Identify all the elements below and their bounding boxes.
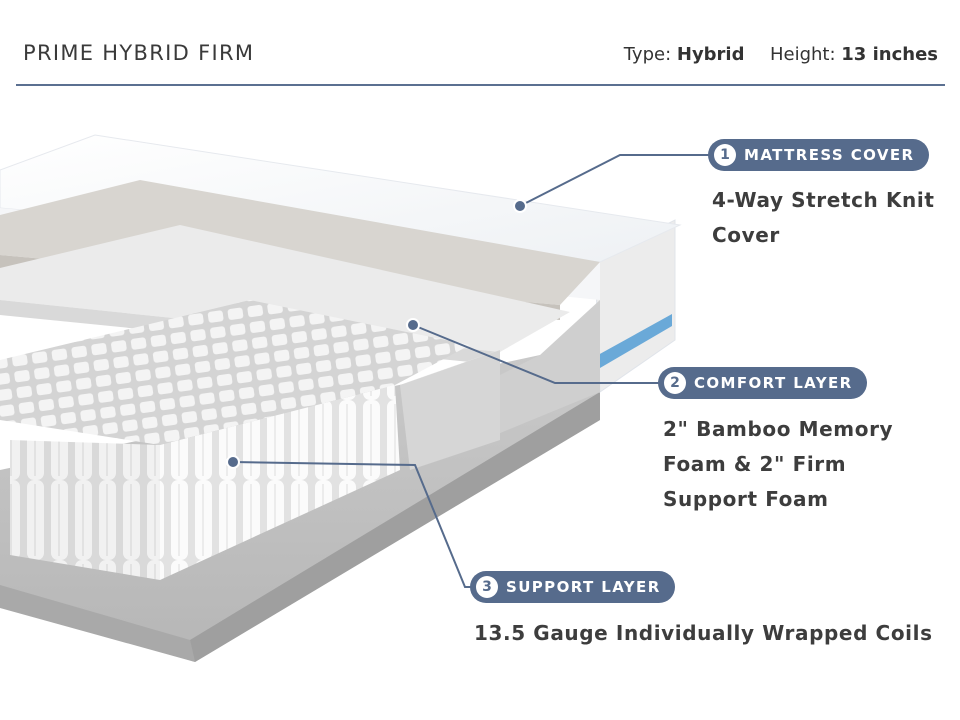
type-label: Type:	[623, 44, 672, 65]
header-title: PRIME HYBRID FIRM	[23, 41, 255, 65]
description-line: Foam & 2" Firm	[663, 452, 847, 476]
marker-dot-comfort	[406, 318, 420, 332]
leader-line-cover	[519, 154, 712, 207]
layer-name: SUPPORT LAYER	[506, 578, 661, 596]
layer-number-badge: 1	[714, 144, 736, 166]
foam-wall	[400, 348, 505, 470]
leader-line-comfort	[412, 324, 660, 384]
layer-number-badge: 2	[664, 372, 686, 394]
header-divider	[16, 84, 945, 86]
marker-dot-support	[226, 455, 240, 469]
layer-badge-support-layer: 3 SUPPORT LAYER	[470, 571, 675, 603]
height-value: 13 inches	[841, 44, 938, 65]
header-specs: Type: Hybrid Height: 13 inches	[624, 44, 938, 65]
layer-name: MATTRESS COVER	[744, 146, 915, 164]
description-line: 2" Bamboo Memory	[663, 417, 894, 441]
coil-front-row	[10, 385, 400, 580]
description-line: 13.5 Gauge Individually Wrapped Coils	[474, 621, 933, 645]
type-value: Hybrid	[676, 44, 745, 65]
description-line: 4-Way Stretch Knit	[712, 188, 935, 212]
leader-line-support	[232, 461, 472, 588]
leader-lines	[232, 154, 712, 588]
layer-description-mattress-cover: 4-Way Stretch Knit Cover	[712, 183, 935, 253]
leader-dots	[226, 199, 527, 469]
layer-description-comfort-layer: 2" Bamboo Memory Foam & 2" Firm Support …	[663, 412, 893, 517]
marker-dot-cover	[513, 199, 527, 213]
height-label: Height:	[769, 44, 836, 65]
coil-grid	[0, 300, 470, 445]
layer-badge-mattress-cover: 1 MATTRESS COVER	[708, 139, 929, 171]
description-line: Cover	[712, 223, 780, 247]
layer-description-support-layer: 13.5 Gauge Individually Wrapped Coils	[474, 616, 933, 651]
layer-badge-comfort-layer: 2 COMFORT LAYER	[658, 367, 867, 399]
layer-name: COMFORT LAYER	[694, 374, 853, 392]
description-line: Support Foam	[663, 487, 829, 511]
layer-number-badge: 3	[476, 576, 498, 598]
